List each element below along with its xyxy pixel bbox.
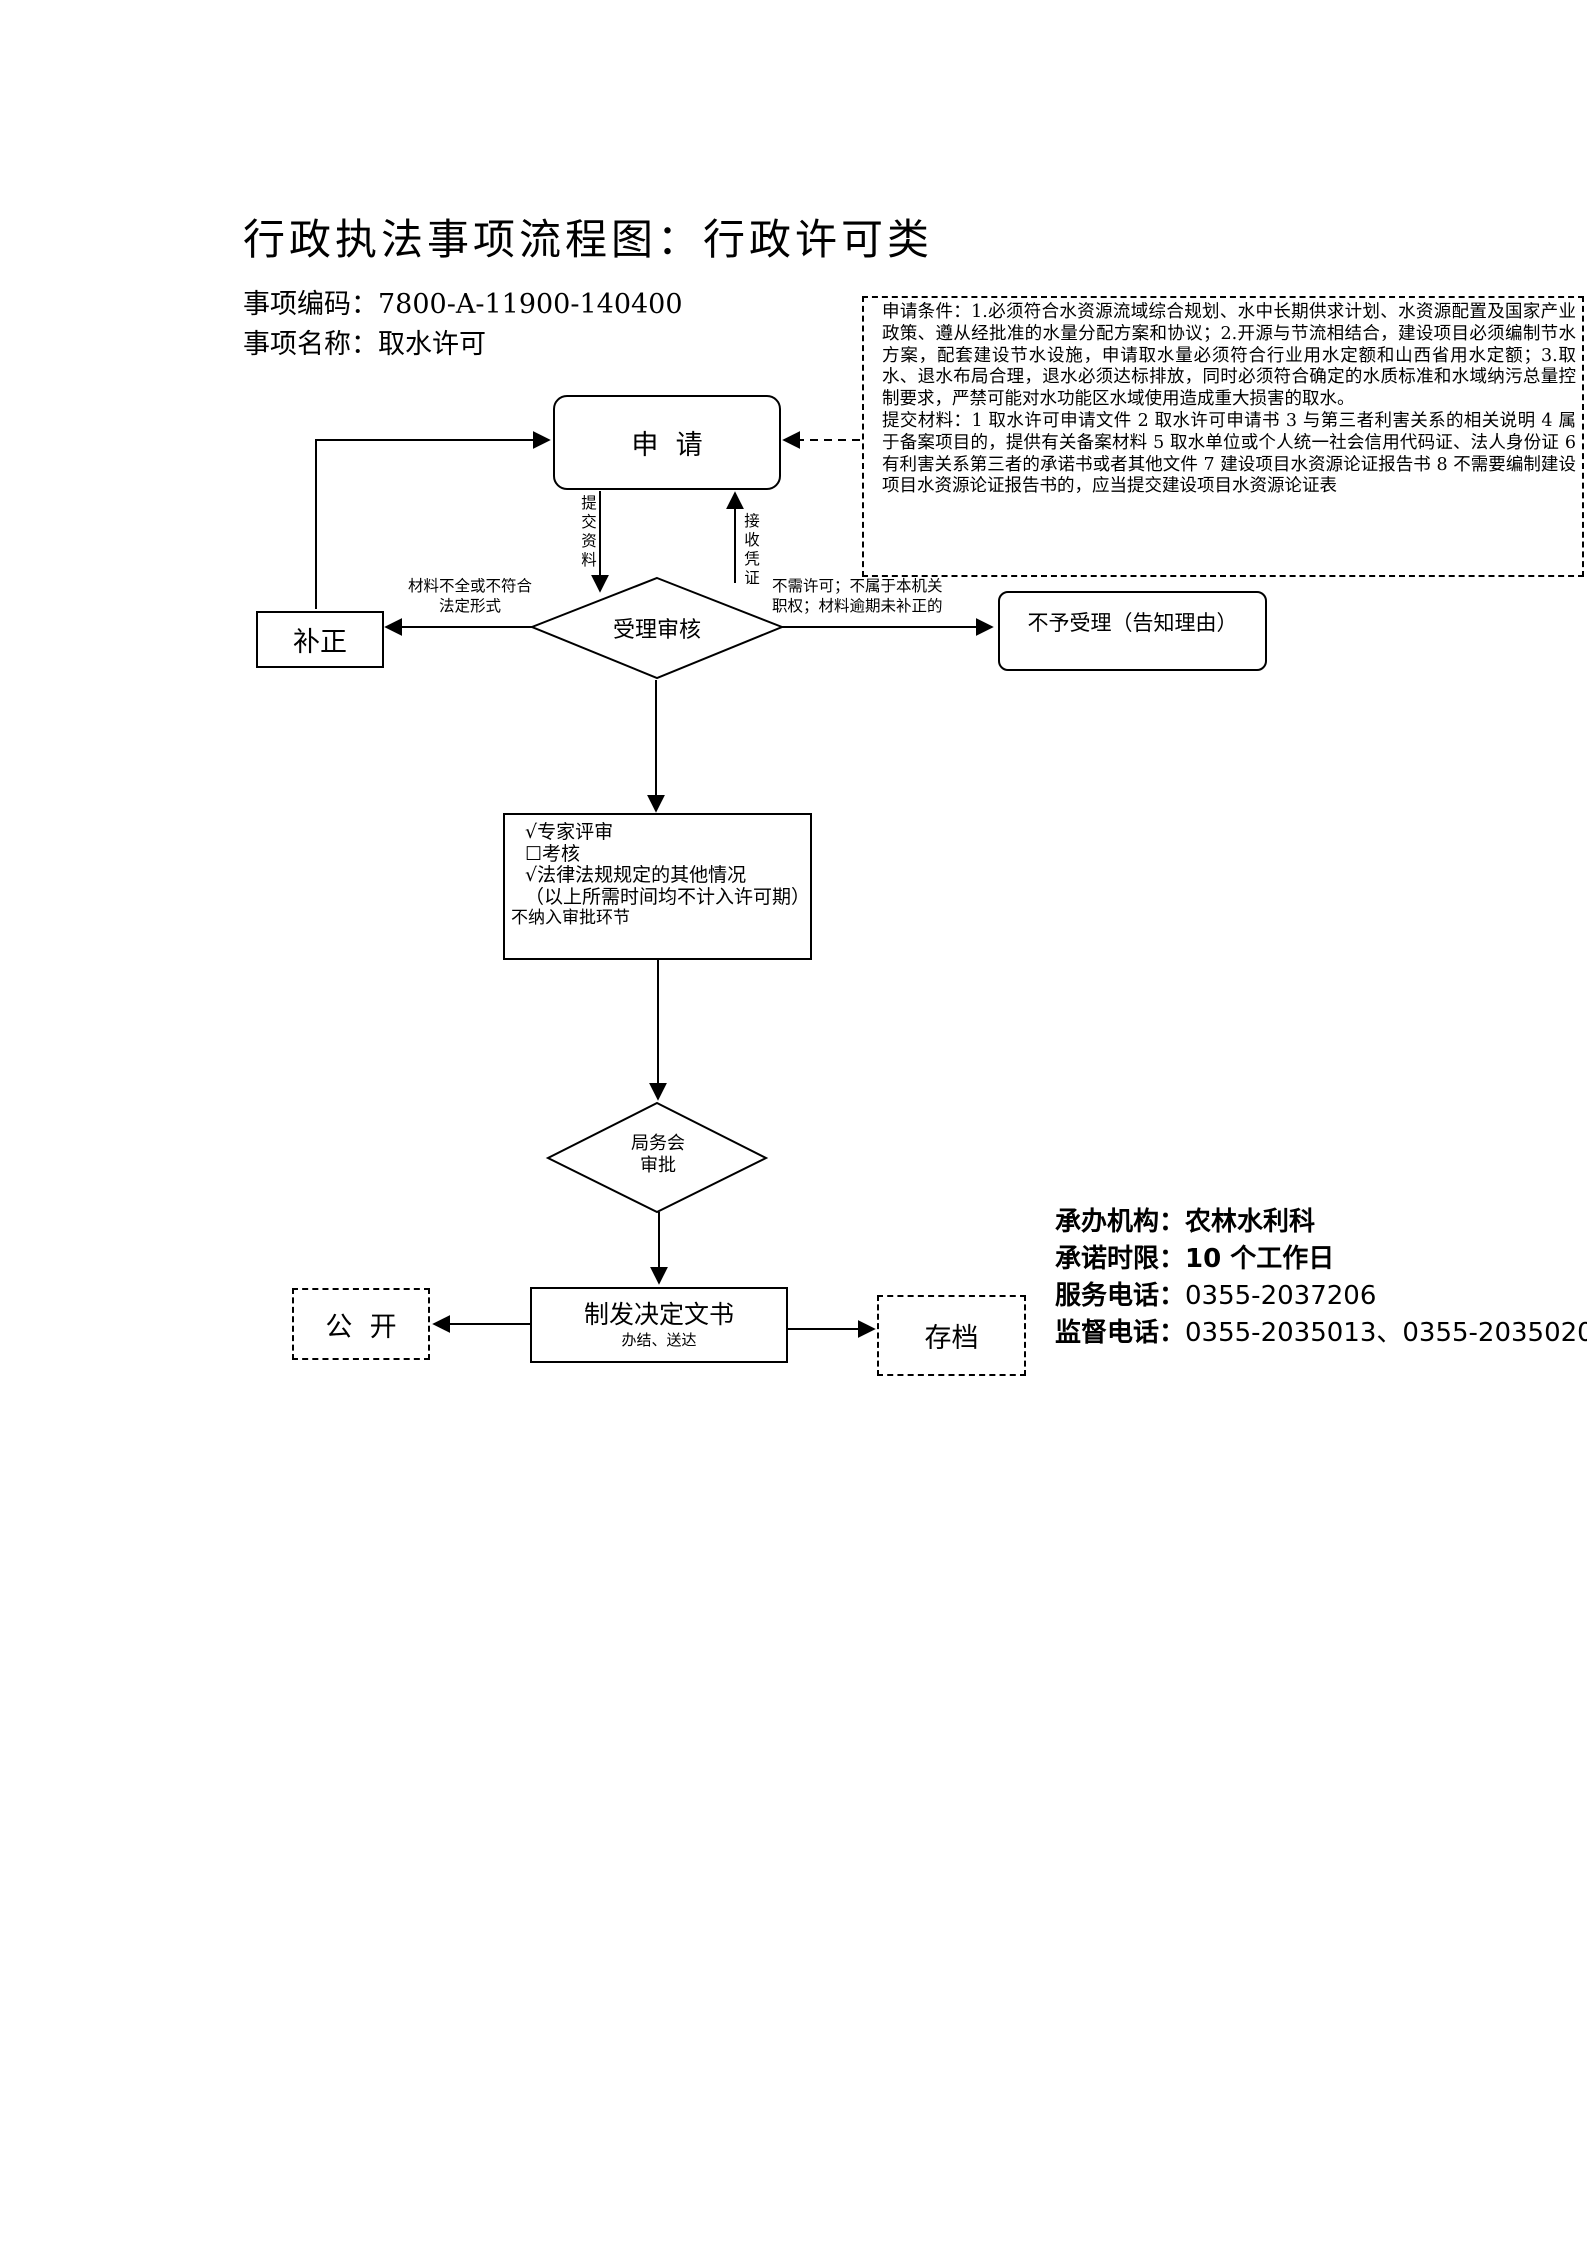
review-options-box: √专家评审 ☐考核 √法律法规规定的其他情况 （以上所需时间均不计入许可期） 不…: [503, 813, 812, 960]
edge-correct-to-apply: [315, 431, 551, 609]
publish-node: 公 开: [292, 1288, 430, 1360]
review-diamond: [529, 576, 785, 680]
supervise-row: 监督电话：0355-2035013、0355-2035020: [1055, 1318, 1587, 1348]
option-assessment: ☐考核: [525, 842, 581, 865]
decision-node: 制发决定文书 办结、送达: [530, 1287, 788, 1363]
archive-node: 存档: [877, 1295, 1026, 1376]
item-code: 事项编码：7800-A-11900-140400: [243, 289, 683, 320]
page-title: 行政执法事项流程图：行政许可类: [243, 215, 934, 264]
item-name: 事项名称：取水许可: [243, 329, 486, 360]
correct-node: 补正: [256, 611, 384, 668]
bureau-diamond: [545, 1101, 769, 1214]
apply-label: 申 请: [631, 430, 703, 461]
option-time-note: （以上所需时间均不计入许可期）: [525, 885, 811, 908]
requirements-text: 申请条件：1.必须符合水资源流域综合规划、水中长期供求计划、水资源配置及国家产业…: [882, 302, 1576, 410]
review-label: 受理审核: [612, 618, 701, 643]
conditions-panel: 申请条件：1.必须符合水资源流域综合规划、水中长期供求计划、水资源配置及国家产业…: [862, 296, 1584, 577]
limit-row: 承诺时限：10 个工作日: [1055, 1244, 1335, 1274]
option-other-legal: √法律法规规定的其他情况: [525, 864, 747, 886]
reject-reason-label: 不需许可；不属于本机关 职权；材料逾期未补正的: [772, 577, 943, 615]
org-row: 承办机构：农林水利科: [1055, 1207, 1316, 1237]
bureau-label: 局务会 审批: [631, 1133, 685, 1176]
option-expert-review: √专家评审: [525, 821, 614, 843]
materials-text: 提交材料：1 取水许可申请文件 2 取水许可申请书 3 与第三者利害关系的相关说…: [882, 410, 1576, 497]
receipt-label: 接收凭证: [744, 512, 760, 587]
option-not-included: 不纳入审批环节: [511, 908, 630, 928]
service-row: 服务电话：0355-2037206: [1055, 1281, 1377, 1311]
incomplete-label: 材料不全或不符合 法定形式: [407, 577, 532, 615]
reject-node: 不予受理（告知理由）: [998, 591, 1267, 671]
apply-node: 申 请: [553, 395, 781, 490]
contact-info: 承办机构：农林水利科 承诺时限：10 个工作日 服务电话：0355-203720…: [1055, 1204, 1587, 1352]
submit-label: 提交资料: [581, 494, 597, 569]
